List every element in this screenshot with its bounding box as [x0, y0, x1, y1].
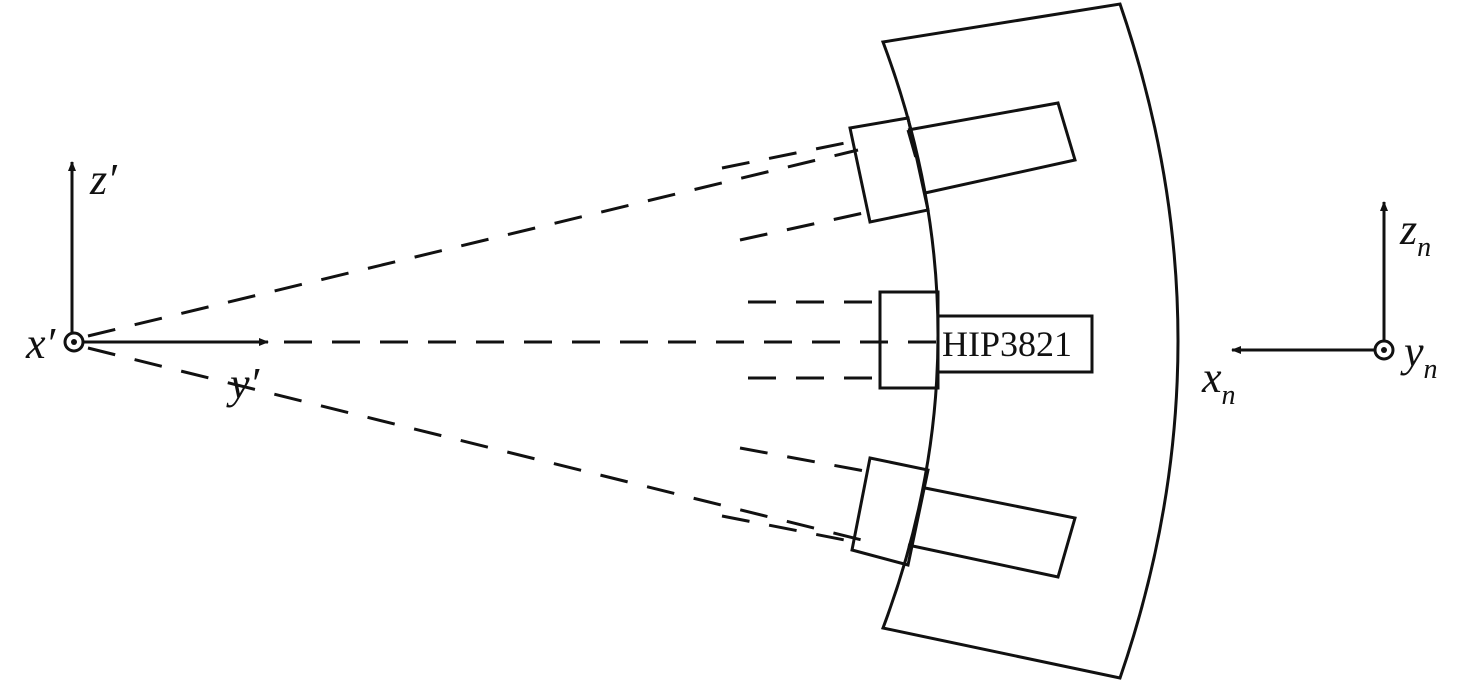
right-coordinate-frame: zn xn yn	[1201, 201, 1438, 411]
top-camera-box	[848, 116, 930, 224]
x-prime-dot	[71, 339, 77, 345]
sensor-mount-body	[880, 2, 1180, 680]
y-prime-label: y′	[226, 359, 261, 408]
sight-lines	[87, 129, 938, 544]
x-prime-out-of-page-icon	[63, 331, 85, 353]
bottom-arm	[907, 486, 1077, 579]
middle-camera-box	[878, 290, 940, 390]
x-prime-label: x′	[25, 319, 57, 368]
y-n-label: yn	[1400, 327, 1438, 385]
z-n-label: zn	[1399, 205, 1431, 263]
star-label-box	[936, 314, 1094, 374]
y-n-out-of-page-icon	[1373, 339, 1395, 361]
left-coordinate-frame: z′ x′ y′	[25, 155, 269, 408]
top-arm	[907, 101, 1077, 195]
star-label: HIP3821	[942, 324, 1072, 364]
x-n-label: xn	[1201, 353, 1236, 411]
y-n-dot	[1381, 347, 1387, 353]
z-prime-label: z′	[89, 155, 118, 204]
bottom-camera-box	[850, 456, 930, 567]
